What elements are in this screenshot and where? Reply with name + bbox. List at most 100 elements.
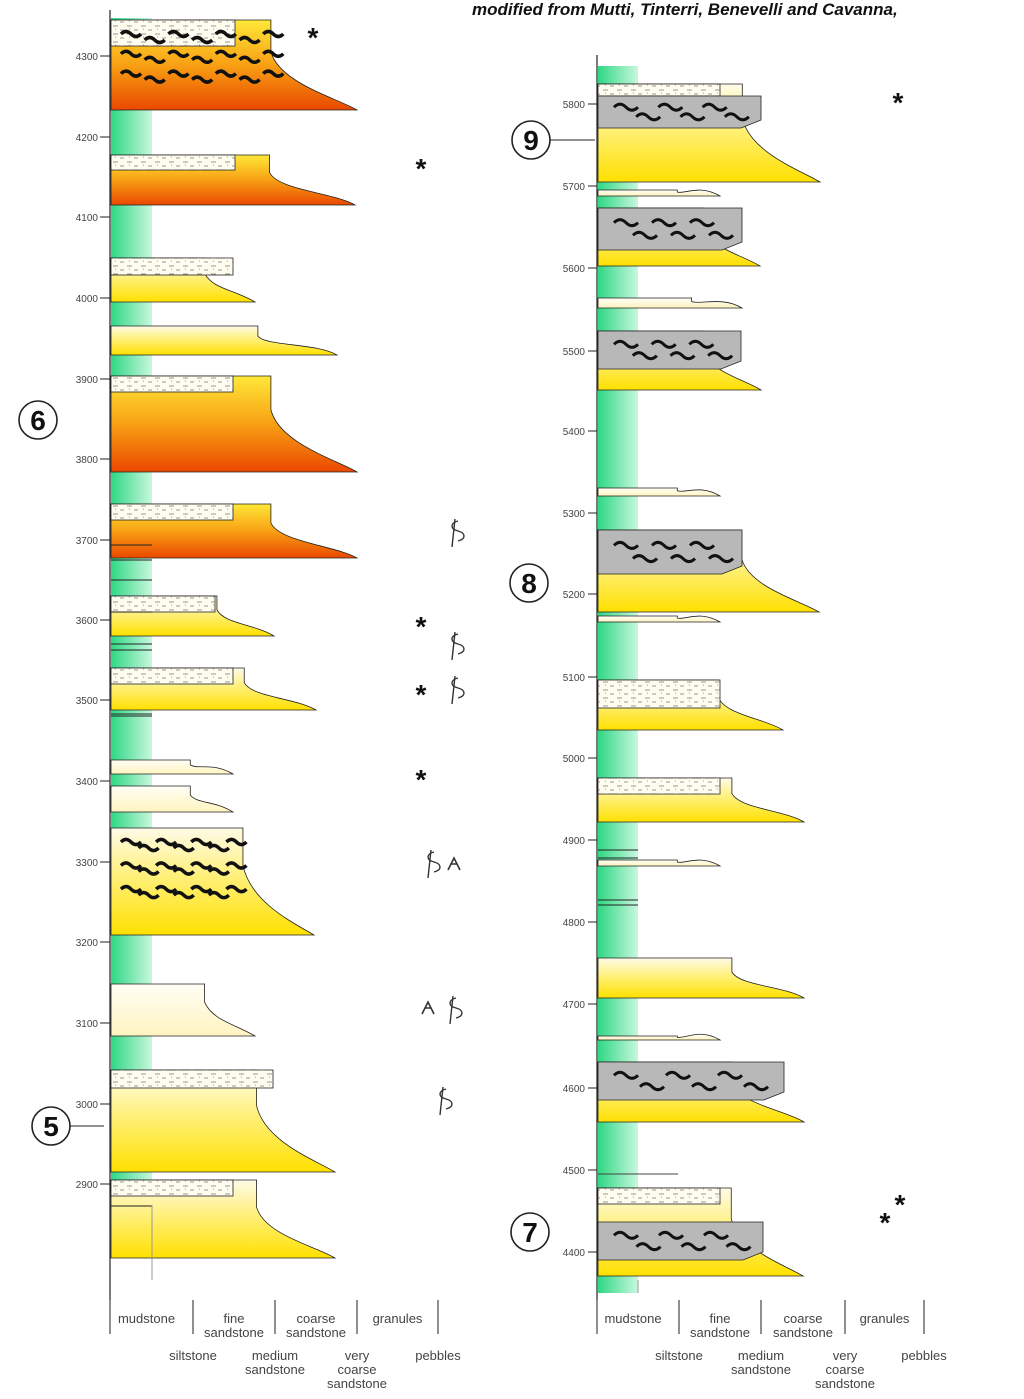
unit-number-circle: [510, 1212, 550, 1252]
trace-fossil-icon: [451, 631, 465, 661]
laminae-pattern: [111, 596, 215, 612]
deformed-clast: [669, 554, 697, 564]
unit-number: 9: [523, 125, 539, 156]
depth-tick-label: 3600: [76, 616, 99, 627]
asterisk-icon: *: [416, 679, 427, 710]
deformed-clast: [701, 102, 728, 112]
grain-size-label: sandstone: [690, 1325, 750, 1340]
mud-clast: [190, 55, 214, 65]
grain-size-label: siltstone: [169, 1348, 217, 1363]
deformed-clast: [612, 218, 640, 228]
mud-clast: [225, 884, 248, 894]
depth-tick-label: 5000: [563, 754, 586, 765]
depth-tick-label: 5300: [563, 509, 586, 520]
unit-number: 8: [521, 568, 537, 599]
sandstone-bed: [110, 827, 316, 936]
mud-clast: [119, 69, 143, 78]
deformed-clast: [707, 351, 734, 361]
mud-clast: [119, 861, 143, 870]
chaotic-mudstone-bed: [597, 207, 743, 251]
deformed-clast: [612, 1230, 640, 1240]
deformed-clast: [688, 218, 716, 228]
deformed-clast: [679, 112, 706, 122]
grain-size-label: granules: [860, 1311, 910, 1326]
laminae-pattern: [598, 680, 720, 708]
grain-size-label: sandstone: [204, 1325, 264, 1340]
sandstone-bed: [110, 325, 339, 356]
grain-size-label: coarse: [296, 1311, 335, 1326]
deformed-clast: [707, 554, 735, 564]
laminae-pattern: [111, 668, 233, 684]
unit-number: 6: [30, 405, 46, 436]
depth-tick-label: 3800: [76, 455, 99, 466]
plant-fragment-icon: [421, 1000, 435, 1015]
mud-clast: [143, 75, 166, 84]
asterisk-icon: *: [416, 764, 427, 795]
grain-size-label: sandstone: [327, 1376, 387, 1391]
deformed-clast: [635, 1242, 662, 1252]
grain-size-label: coarse: [337, 1362, 376, 1377]
depth-tick-label: 3500: [76, 696, 99, 707]
depth-tick-label: 4400: [563, 1248, 586, 1259]
chaotic-mudstone-bed: [597, 330, 742, 370]
trace-fossil-icon: [439, 1086, 453, 1116]
depth-tick-label: 5100: [563, 673, 586, 684]
trace-fossil-icon: [451, 675, 465, 705]
deformed-clast: [612, 1070, 640, 1080]
grain-size-label: pebbles: [901, 1348, 947, 1363]
chaotic-mudstone-bed: [597, 1061, 785, 1101]
grain-size-label: mudstone: [604, 1311, 661, 1326]
plant-fragment-icon: [447, 856, 461, 871]
depth-tick-label: 4100: [76, 213, 99, 224]
grain-size-label: sandstone: [286, 1325, 346, 1340]
mud-clast: [190, 884, 213, 894]
grain-size-label: coarse: [783, 1311, 822, 1326]
sandstone-bed: [597, 615, 722, 623]
laminae-pattern: [111, 258, 233, 275]
deformed-clast: [638, 1082, 666, 1092]
mud-clast: [154, 884, 178, 894]
deformed-clast: [612, 339, 640, 349]
mud-clast: [119, 29, 143, 39]
depth-tick-label: 3300: [76, 858, 99, 869]
deformed-clast: [650, 540, 678, 550]
laminae-pattern: [598, 778, 720, 794]
depth-tick-label: 5800: [563, 100, 586, 111]
laminae-pattern: [111, 1180, 233, 1196]
mud-clast: [167, 29, 190, 39]
mud-clast: [172, 843, 195, 853]
mud-clast: [172, 867, 195, 876]
deformed-clast: [612, 540, 640, 550]
deformed-clast: [723, 112, 750, 122]
deformed-clast: [716, 1070, 744, 1080]
deformed-clast: [707, 230, 735, 240]
mud-clast: [167, 69, 190, 78]
laminae-pattern: [111, 155, 235, 170]
mud-clast: [119, 49, 143, 59]
depth-tick-label: 3700: [76, 536, 99, 547]
mud-clast: [190, 861, 213, 870]
mud-clast: [214, 69, 238, 78]
grain-size-label: sandstone: [773, 1325, 833, 1340]
deformed-clast: [631, 230, 659, 240]
depth-tick-label: 5500: [563, 347, 586, 358]
mud-clast: [190, 35, 214, 45]
laminae-pattern: [598, 84, 720, 96]
depth-tick-label: 5600: [563, 264, 586, 275]
deformed-clast: [650, 218, 678, 228]
depth-tick-label: 4000: [76, 294, 99, 305]
grain-size-label: mudstone: [118, 1311, 175, 1326]
deformed-clast: [635, 112, 662, 122]
depth-tick-label: 3400: [76, 777, 99, 788]
depth-tick-label: 4200: [76, 133, 99, 144]
depth-tick-label: 3200: [76, 938, 99, 949]
deformed-clast: [725, 1242, 752, 1252]
sandstone-bed: [597, 957, 806, 999]
depth-tick-label: 3000: [76, 1100, 99, 1111]
mud-clast: [137, 890, 160, 900]
mud-clast: [143, 55, 166, 65]
deformed-clast: [680, 1242, 707, 1252]
sandstone-bed: [110, 1179, 337, 1259]
trace-fossil-icon: [427, 849, 441, 879]
